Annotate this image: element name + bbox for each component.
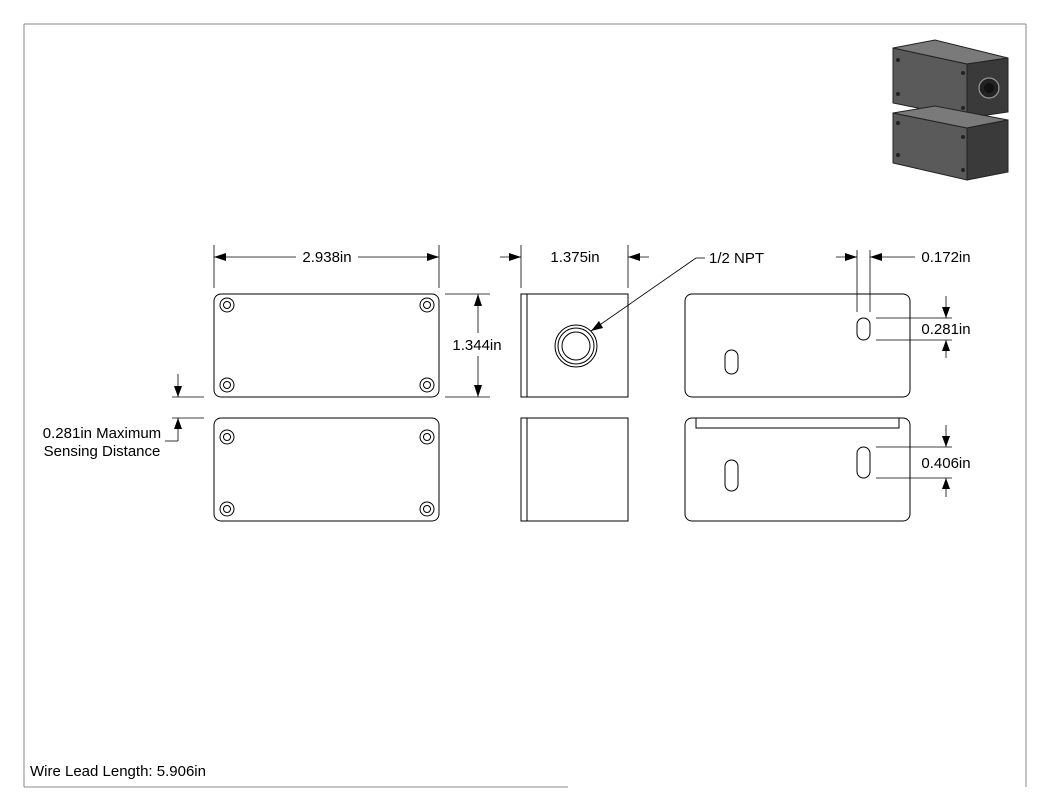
dim-length-label: 2.938in — [302, 249, 351, 266]
dim-length: 2.938in — [213, 245, 440, 288]
npt-port-icon — [554, 324, 598, 368]
slot-icon — [856, 446, 871, 479]
wire-lead-note: Wire Lead Length: 5.906in — [30, 763, 206, 780]
sheet-frame — [23, 23, 1027, 788]
front-view — [213, 293, 440, 522]
dim-sensing: 0.281in Maximum Sensing Distance — [43, 374, 204, 460]
slot-icon — [856, 317, 871, 341]
dim-height-label: 1.344in — [452, 337, 501, 354]
leader-npt: 1/2 NPT — [590, 250, 764, 332]
dim-sensing-label-1: 0.281in Maximum — [43, 425, 161, 442]
screw-icon — [219, 429, 435, 517]
screw-icon — [219, 297, 435, 393]
side-lower-body — [520, 417, 629, 522]
front-upper-body — [213, 293, 440, 398]
dim-slot-offset: 0.172in — [836, 249, 971, 312]
bottom-view — [684, 293, 911, 522]
front-lower-body — [213, 417, 440, 522]
dim-sensing-label-2: Sensing Distance — [44, 443, 161, 460]
dim-slot-bottom-label: 0.406in — [921, 455, 970, 472]
dim-width: 1.375in — [500, 245, 649, 288]
slot-icon — [724, 459, 739, 492]
isometric-preview — [892, 39, 1009, 181]
dim-width-label: 1.375in — [550, 249, 599, 266]
slot-icon — [724, 349, 739, 375]
dim-slot-offset-label: 0.172in — [921, 249, 970, 266]
bottom-lower-body — [684, 417, 911, 522]
side-view — [520, 293, 629, 522]
bottom-upper-body — [684, 293, 911, 398]
dim-height: 1.344in — [445, 293, 502, 398]
side-upper-body — [520, 293, 629, 398]
dim-slot-top: 0.281in — [876, 296, 971, 358]
leader-npt-label: 1/2 NPT — [709, 250, 764, 267]
dim-slot-bottom: 0.406in — [876, 425, 971, 497]
dim-slot-top-label: 0.281in — [921, 321, 970, 338]
